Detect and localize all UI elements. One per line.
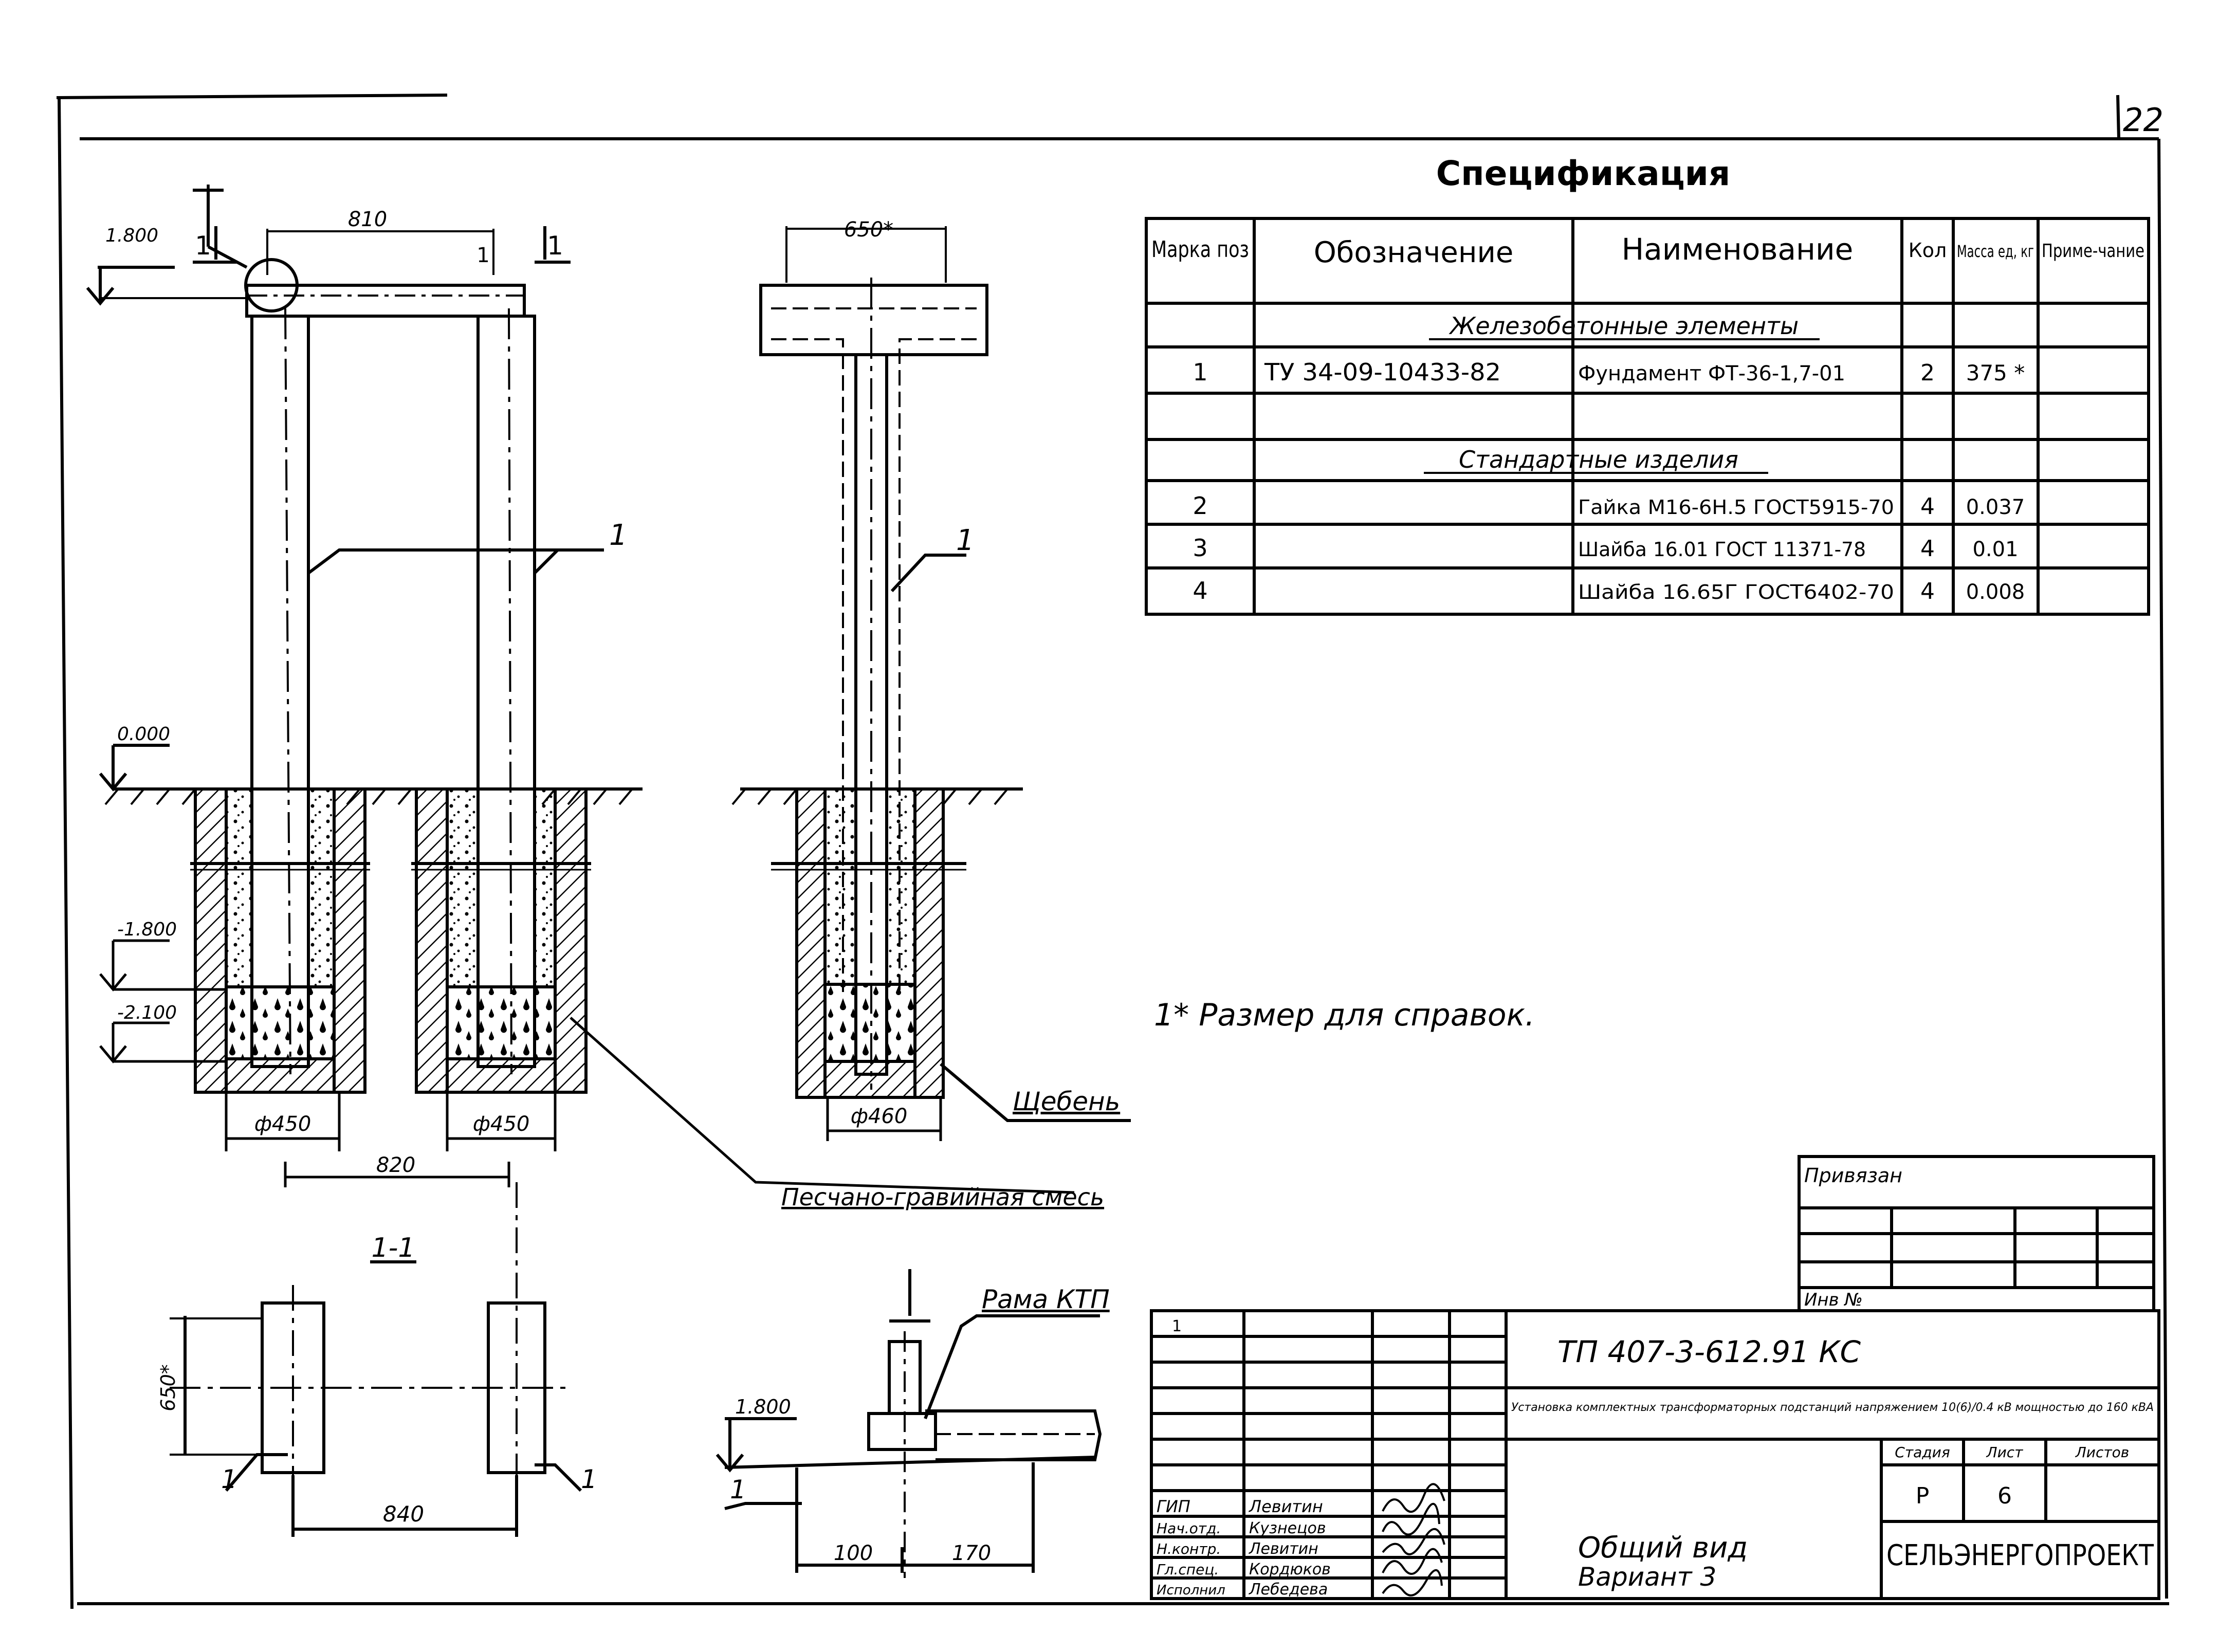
front-view-dims (99, 939, 1075, 1194)
dim-pit-right: ф450 (473, 1112, 530, 1136)
note-text: 1* Размер для справок. (1154, 997, 1535, 1033)
spec-row-pos: 3 (1193, 534, 1207, 562)
sheet-variant: Вариант 3 (1578, 1562, 1716, 1592)
label-gravel: Щебень (1013, 1087, 1120, 1116)
project-description: Установка комплектных трансформаторных п… (1511, 1401, 2154, 1414)
spec-row-name: Шайба 16.01 ГОСТ 11371-78 (1578, 538, 1866, 561)
spec-row-name: Гайка М16-6Н.5 ГОСТ5915-70 (1578, 496, 1894, 519)
spec-row-mass: 0.008 (1966, 580, 2025, 604)
sheets-header: Листов (2075, 1444, 2130, 1461)
section-1-1-plan (170, 1182, 582, 1537)
elev-ground: 0.000 (117, 724, 170, 745)
node-detail (716, 1270, 1102, 1578)
spec-row-mass: 375 * (1966, 360, 2025, 386)
signer-name: Кордюков (1249, 1561, 1331, 1578)
spec-row-mass: 0.01 (1972, 538, 2018, 561)
cut-mark-beam: 1 (476, 244, 489, 267)
spec-section-concrete: Железобетонные элементы (1448, 312, 1799, 340)
cut-mark-left: 1 (195, 231, 211, 261)
spec-row-designation: ТУ 34-09-10433-82 (1264, 358, 1501, 386)
label-sand-gravel: Песчано-гравийная смесь (781, 1183, 1104, 1211)
label-frame: Рама КТП (982, 1284, 1110, 1314)
dim-t-top: 650* (844, 218, 893, 242)
specification-table: Спецификация Марка поз Обозначение Наиме… (1145, 154, 2150, 616)
dim-pit-left: ф450 (254, 1112, 311, 1136)
spec-row-mass: 0.037 (1966, 495, 2025, 519)
signer-name: Левитин (1249, 1540, 1318, 1558)
sheet-frame (56, 94, 2169, 1609)
spec-header-pos: Марка поз (1151, 236, 1249, 263)
spec-row-pos: 1 (1193, 358, 1207, 386)
cut-mark-right: 1 (547, 231, 563, 261)
leader-label-1: 1 (609, 519, 628, 552)
spec-row-name: Шайба 16.65Г ГОСТ6402-70 (1578, 581, 1894, 603)
sheet-value: 6 (1997, 1483, 2012, 1509)
spec-row-pos: 2 (1193, 492, 1207, 520)
dim-top-width: 810 (348, 208, 387, 231)
spec-row-qty: 4 (1920, 536, 1935, 562)
leader-label-detail: 1 (730, 1475, 746, 1504)
elev-level-a: -1.800 (117, 919, 177, 940)
spec-header-name: Наименование (1622, 232, 1854, 267)
role-label: Исполнил (1157, 1583, 1225, 1598)
dim-detail-right: 170 (952, 1541, 991, 1565)
t-section-pit (795, 787, 945, 1099)
spec-row-qty: 4 (1920, 578, 1935, 604)
elev-top: 1.800 (105, 225, 158, 246)
dim-plan-height: 650* (157, 1364, 179, 1411)
signatures (1382, 1483, 1445, 1596)
t-section-dims (826, 1097, 942, 1141)
sheet-header: Лист (1986, 1444, 2024, 1461)
stage-header: Стадия (1895, 1444, 1950, 1461)
dim-plan-spacing: 840 (383, 1501, 424, 1527)
elev-detail: 1.800 (735, 1396, 791, 1418)
spec-row-qty: 2 (1920, 360, 1935, 386)
elev-level-b: -2.100 (117, 1002, 177, 1023)
leader-label-1-t: 1 (956, 524, 975, 557)
role-label: Н.контр. (1157, 1540, 1221, 1557)
dim-pit-t: ф460 (851, 1105, 908, 1128)
stage-value: Р (1916, 1483, 1930, 1509)
project-code: ТП 407-3-612.91 КС (1557, 1334, 1861, 1369)
role-label: Нач.отд. (1157, 1520, 1221, 1537)
section-1-1-label: 1-1 (372, 1233, 415, 1263)
sheet-number: 22 (2123, 101, 2163, 139)
role-label: ГИП (1157, 1497, 1190, 1516)
dim-detail-left: 100 (834, 1541, 873, 1565)
organization: СЕЛЬЭНЕРГОПРОЕКТ (1886, 1539, 2154, 1572)
spec-header-mass: Масса ед, кг (1957, 242, 2034, 261)
title-block (1150, 1155, 2160, 1600)
spec-title: Спецификация (1436, 154, 1731, 193)
dim-bottom-spacing: 820 (376, 1153, 415, 1177)
spec-header-qty: Кол (1909, 239, 1947, 262)
signer-name: Левитин (1249, 1497, 1323, 1516)
node-detail-mark: I (906, 1264, 914, 1297)
left-pit (190, 787, 370, 1094)
sheet-title: Общий вид (1578, 1531, 1748, 1565)
leader-label-plan-left: 1 (221, 1464, 237, 1494)
right-pit (411, 787, 591, 1094)
role-label: Гл.спец. (1157, 1561, 1219, 1578)
spec-section-standard: Стандартные изделия (1459, 446, 1738, 473)
spec-row-pos: 4 (1193, 577, 1207, 604)
signer-name: Лебедева (1249, 1581, 1328, 1599)
node-mark: I (204, 179, 213, 213)
signer-name: Кузнецов (1249, 1519, 1326, 1537)
leader-label-plan-right: 1 (581, 1464, 597, 1494)
spec-header-designation: Обозначение (1314, 236, 1514, 269)
title-block-pos-mark: 1 (1172, 1317, 1182, 1335)
spec-row-qty: 4 (1920, 493, 1935, 520)
spec-row-name: Фундамент ФТ-36-1,7-01 (1578, 362, 1845, 386)
attached-label: Привязан (1804, 1164, 1902, 1187)
spec-header-note: Приме-чание (2042, 241, 2144, 262)
inv-no-label: Инв № (1804, 1290, 1863, 1310)
